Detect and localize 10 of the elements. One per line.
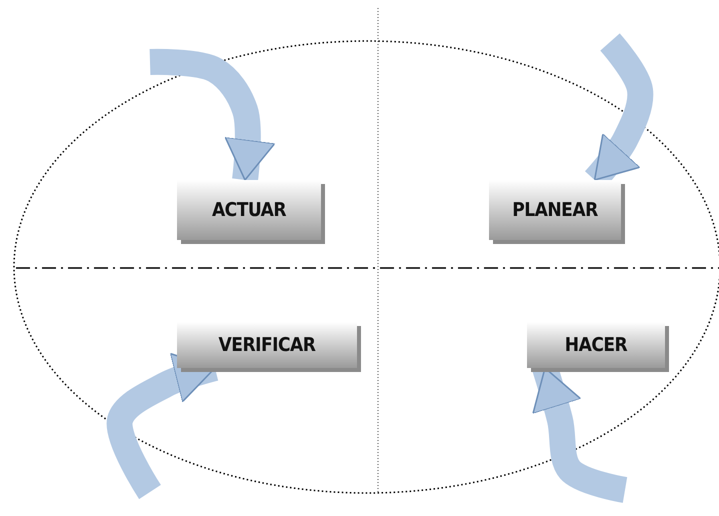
label-box xyxy=(489,180,621,240)
label-box xyxy=(177,322,357,368)
step-label: VERIFICAR xyxy=(218,334,316,356)
curved-arrow xyxy=(106,352,218,499)
curved-arrow xyxy=(150,48,276,182)
step-label: HACER xyxy=(564,334,628,356)
step-label: ACTUAR xyxy=(212,199,286,221)
label-box xyxy=(177,180,321,240)
step-label: PLANEAR xyxy=(512,199,598,221)
label-box xyxy=(527,322,665,368)
